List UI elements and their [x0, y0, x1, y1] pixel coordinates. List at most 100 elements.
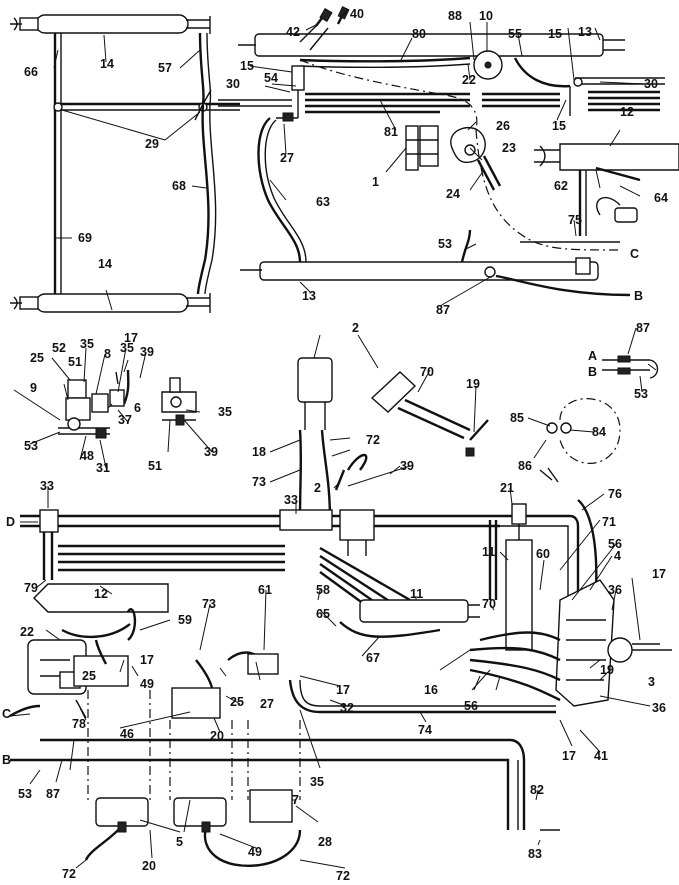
callout-78: 78 — [72, 717, 86, 731]
callout-39a: 39 — [140, 345, 154, 359]
callout-22b: 22 — [20, 625, 34, 639]
callout-35b: 35 — [120, 341, 134, 355]
callout-36b: 36 — [652, 701, 666, 715]
callout-56b: 56 — [464, 699, 478, 713]
line-D — [20, 499, 598, 651]
callout-62: 62 — [554, 179, 568, 193]
callout-53d: 53 — [18, 787, 32, 801]
callout-19b: 19 — [600, 663, 614, 677]
callout-65: 65 — [316, 607, 330, 621]
callout-87a: 87 — [436, 303, 450, 317]
callout-14a: 14 — [100, 57, 114, 71]
callout-53c: 53 — [24, 439, 38, 453]
callout-19a: 19 — [466, 377, 480, 391]
callout-81: 81 — [384, 125, 398, 139]
callout-A: A — [588, 349, 597, 363]
callout-80: 80 — [412, 27, 426, 41]
callout-73a: 73 — [252, 475, 266, 489]
callout-87c: 87 — [46, 787, 60, 801]
callout-12b: 12 — [94, 587, 108, 601]
callout-79: 79 — [24, 581, 38, 595]
callout-13a: 13 — [578, 25, 592, 39]
callout-D: D — [6, 515, 15, 529]
callout-67: 67 — [366, 651, 380, 665]
callout-51b: 51 — [148, 459, 162, 473]
callout-21: 21 — [500, 481, 514, 495]
callout-72a: 72 — [366, 433, 380, 447]
callout-14b: 14 — [98, 257, 112, 271]
callout-1: 1 — [372, 175, 379, 189]
callout-69: 69 — [78, 231, 92, 245]
callout-40: 40 — [350, 7, 364, 21]
callout-70b: 70 — [482, 597, 496, 611]
callout-4: 4 — [614, 549, 621, 563]
fitting-AB — [602, 355, 659, 379]
callout-33b: 33 — [284, 493, 298, 507]
callout-35c: 35 — [218, 405, 232, 419]
callout-54: 54 — [264, 71, 278, 85]
callout-26: 26 — [496, 119, 510, 133]
callout-57: 57 — [158, 61, 172, 75]
callout-66: 66 — [24, 65, 38, 79]
cylinder-12-upper — [534, 143, 679, 236]
callout-56a: 56 — [608, 537, 622, 551]
fitting-group-mid — [161, 377, 197, 426]
callout-48: 48 — [80, 449, 94, 463]
callout-3: 3 — [648, 675, 655, 689]
callout-72b: 72 — [62, 867, 76, 881]
callout-12a: 12 — [620, 105, 634, 119]
valve-assembly-1 — [405, 125, 621, 251]
callout-8: 8 — [104, 347, 111, 361]
callout-Bc: B — [2, 753, 11, 767]
callout-25b: 25 — [82, 669, 96, 683]
callout-17b: 17 — [652, 567, 666, 581]
callout-32: 32 — [340, 701, 354, 715]
callout-49a: 49 — [140, 677, 154, 691]
callout-17e: 17 — [562, 749, 576, 763]
callout-71: 71 — [602, 515, 616, 529]
callout-30a: 30 — [226, 77, 240, 91]
callout-20b: 20 — [142, 859, 156, 873]
lower-cylinder-13 — [240, 229, 631, 297]
callout-37: 37 — [118, 413, 132, 427]
callout-28: 28 — [318, 835, 332, 849]
callout-Cb: C — [2, 707, 11, 721]
callout-11a: 11 — [482, 545, 495, 559]
callout-9: 9 — [30, 381, 37, 395]
callout-11b: 11 — [410, 587, 423, 601]
callout-82: 82 — [530, 783, 544, 797]
line-bundle — [58, 544, 411, 621]
callout-42: 42 — [286, 25, 300, 39]
pump-group-lower — [84, 690, 302, 867]
callout-15a: 15 — [548, 27, 562, 41]
callout-27a: 27 — [280, 151, 294, 165]
callout-49b: 49 — [248, 845, 262, 859]
callout-Bb: B — [588, 365, 597, 379]
callout-16: 16 — [424, 683, 438, 697]
callout-39c: 39 — [400, 459, 414, 473]
callout-76: 76 — [608, 487, 622, 501]
callout-33a: 33 — [40, 479, 54, 493]
callout-Ba: B — [634, 289, 643, 303]
callout-51a: 51 — [68, 355, 82, 369]
callout-84: 84 — [592, 425, 606, 439]
callout-15b: 15 — [240, 59, 254, 73]
callout-22a: 22 — [462, 73, 476, 87]
callout-41: 41 — [594, 749, 608, 763]
callout-2a: 2 — [352, 321, 359, 335]
leader-lines — [9, 9, 657, 869]
control-valve-3 — [469, 579, 672, 707]
pump-group-mid — [73, 639, 279, 719]
detail-circle-84 — [539, 398, 621, 483]
callout-46: 46 — [120, 727, 134, 741]
callout-17a: 17 — [124, 331, 138, 345]
callout-75: 75 — [568, 213, 582, 227]
callout-20a: 20 — [210, 729, 224, 743]
cylinder-12-lower — [33, 583, 169, 641]
callout-17d: 17 — [336, 683, 350, 697]
callout-70a: 70 — [420, 365, 434, 379]
cylinder-11-mid — [339, 599, 480, 638]
callout-labels: 14 66 57 29 68 69 14 42 40 88 10 55 15 1… — [2, 7, 668, 883]
callout-63: 63 — [316, 195, 330, 209]
